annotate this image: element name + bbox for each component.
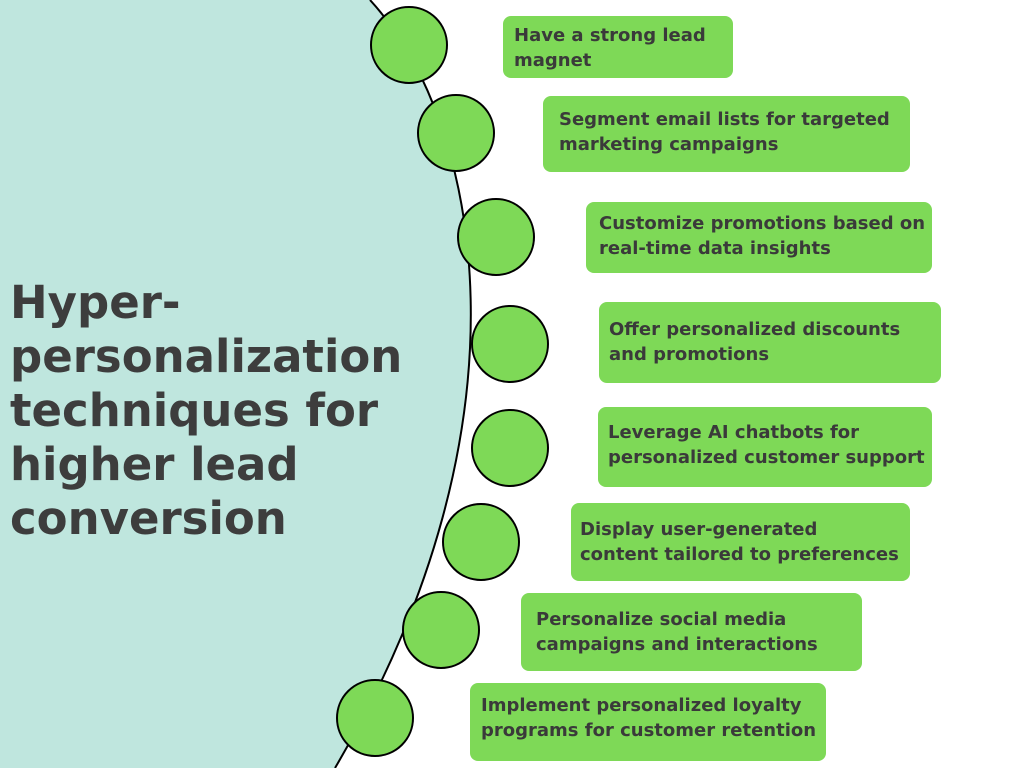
technique-text: real-time data insights <box>599 238 831 259</box>
timeline-node <box>471 409 549 487</box>
technique-text: campaigns and interactions <box>536 634 818 655</box>
timeline-node <box>370 6 448 84</box>
technique-text: Segment email lists for targeted <box>559 109 890 130</box>
title-line: higher lead <box>10 438 299 491</box>
left-panel <box>0 0 471 768</box>
technique-text: marketing campaigns <box>559 134 779 155</box>
timeline-node <box>471 305 549 383</box>
technique-text: Customize promotions based on <box>599 213 926 234</box>
technique-box-social-media: Personalize social media campaigns and i… <box>521 593 862 671</box>
technique-box-loyalty-programs: Implement personalized loyalty programs … <box>470 683 826 761</box>
timeline-node <box>442 503 520 581</box>
technique-text: Offer personalized discounts <box>609 319 901 340</box>
title-line: conversion <box>10 492 287 545</box>
infographic-title: Hyper- personalization techniques for hi… <box>10 276 440 546</box>
timeline-node <box>417 94 495 172</box>
technique-box-ai-chatbots: Leverage AI chatbots for personalized cu… <box>598 407 932 487</box>
title-line: Hyper- <box>10 276 181 329</box>
technique-box-customize-promotions: Customize promotions based on real-time … <box>586 202 932 273</box>
technique-box-personalized-discounts: Offer personalized discounts and promoti… <box>599 302 941 383</box>
technique-text: Leverage AI chatbots for <box>608 422 860 443</box>
technique-text: Personalize social media <box>536 609 787 630</box>
technique-text: Display user-generated <box>580 519 818 540</box>
timeline-node <box>457 198 535 276</box>
technique-text: Implement personalized loyalty <box>481 695 802 716</box>
technique-box-user-generated-content: Display user-generated content tailored … <box>571 503 910 581</box>
technique-text: and promotions <box>609 344 770 365</box>
title-line: techniques for <box>10 384 379 437</box>
technique-text: magnet <box>514 50 592 71</box>
technique-text: personalized customer support <box>608 447 925 468</box>
technique-text: Have a strong lead <box>514 25 706 46</box>
technique-text: programs for customer retention <box>481 720 817 741</box>
technique-box-lead-magnet: Have a strong lead magnet <box>503 16 733 78</box>
timeline-node <box>402 591 480 669</box>
technique-text: content tailored to preferences <box>580 544 899 565</box>
timeline-node <box>336 679 414 757</box>
title-line: personalization <box>10 330 403 383</box>
technique-box-segment-email: Segment email lists for targeted marketi… <box>543 96 910 172</box>
